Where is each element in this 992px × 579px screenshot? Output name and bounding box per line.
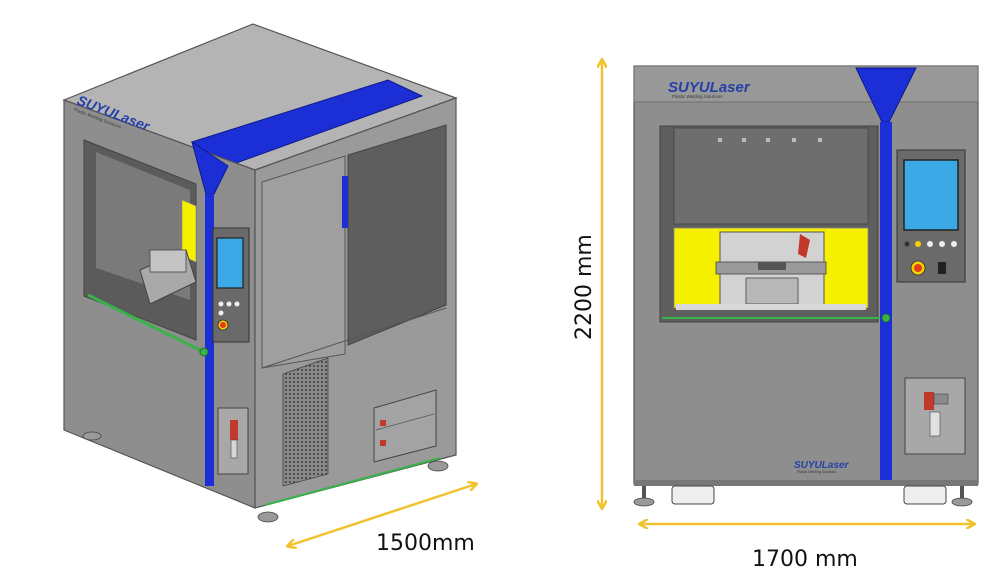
iso-yellow-panel	[181, 199, 197, 263]
iso-green-rail	[87, 293, 205, 354]
front-brand-text: SUYULaser	[668, 79, 751, 96]
iso-foot	[427, 460, 449, 472]
front-pallet-block	[671, 485, 715, 505]
width-dimension-label: 1700 mm	[752, 547, 858, 572]
front-blue-column	[880, 122, 892, 484]
iso-side-door-right	[347, 124, 447, 346]
front-screen	[903, 159, 959, 231]
front-view: SUYULaser Plastic Welding Solutions	[633, 65, 979, 507]
iso-screen	[216, 237, 244, 289]
front-footer-brand: SUYULaser	[794, 460, 850, 471]
iso-vent-grille	[282, 357, 329, 487]
front-top-hood	[673, 127, 869, 225]
iso-side-door-left	[261, 155, 346, 369]
iso-foot	[257, 511, 279, 523]
depth-dimension-label: 1500mm	[376, 531, 475, 556]
iso-blue-column	[205, 194, 214, 486]
front-brand-tagline: Plastic Welding Solutions	[672, 94, 723, 99]
front-foot	[633, 497, 655, 507]
height-dimension-label: 2200 mm	[572, 234, 597, 340]
depth-dimension-arrow	[288, 484, 476, 546]
iso-side-access-panel	[373, 389, 437, 463]
front-footer-tagline: Plastic Welding Solutions	[797, 470, 836, 474]
front-foot	[951, 497, 973, 507]
isometric-view: SUYULaser Plastic Welding Solutions	[62, 23, 458, 523]
front-pallet-block	[903, 485, 947, 505]
iso-side-blue-strip	[342, 176, 348, 228]
iso-foot	[82, 431, 102, 441]
